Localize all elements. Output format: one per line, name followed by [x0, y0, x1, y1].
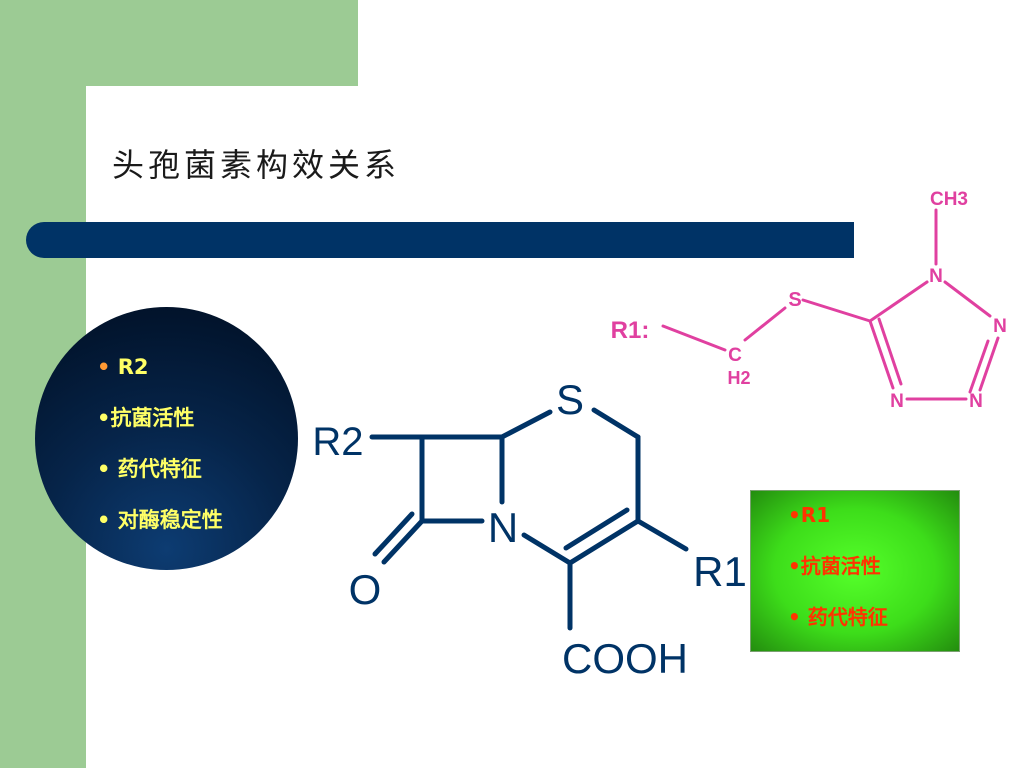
- bond-ring-n2-n3-double: [968, 339, 990, 394]
- bond-ring-n2-n3: [978, 336, 1000, 392]
- list-item: •抗菌活性: [788, 552, 888, 603]
- bond-c6-s: [499, 409, 553, 440]
- list-item: • 对酶稳定性: [97, 505, 223, 556]
- bond-ring-n1-n2: [943, 280, 992, 318]
- tetrazole-n4-label: N: [890, 391, 904, 412]
- thioether-s-label: S: [788, 289, 801, 311]
- bullet-dot: •: [788, 554, 801, 578]
- bullet-dot: •: [97, 457, 111, 481]
- r2-info-circle: [35, 307, 298, 570]
- bond-r1-ch2: [661, 324, 727, 352]
- sulfur-label: S: [556, 376, 584, 423]
- bullet-dot: •: [97, 355, 111, 379]
- nitrogen-label: N: [488, 504, 518, 551]
- oxygen-label: O: [349, 566, 382, 613]
- bullet-dot: •: [788, 503, 801, 527]
- cooh-label: COOH: [562, 635, 688, 682]
- bond-c3-c4: [567, 518, 641, 566]
- methyl-label: CH3: [930, 189, 968, 210]
- r1-bullet-list: •R1 •抗菌活性 • 药代特征: [788, 501, 888, 654]
- bullet-dot: •: [788, 605, 801, 629]
- bond-c3-c4-double: [563, 507, 630, 551]
- r1-info-box: •R1 •抗菌活性 • 药代特征: [750, 490, 960, 652]
- list-item-text: 抗菌活性: [800, 554, 881, 578]
- bond-ring-c5-n4-double: [877, 317, 903, 386]
- list-item: • 药代特征: [97, 454, 223, 505]
- bond-ch2-s: [743, 306, 787, 342]
- title-divider-bar: [26, 222, 854, 258]
- list-item: •抗菌活性: [97, 403, 223, 454]
- list-item-text: R1: [800, 503, 831, 527]
- list-item-text: 抗菌活性: [110, 406, 195, 430]
- bullet-dot: •: [97, 406, 111, 430]
- h2-label: H2: [727, 368, 750, 388]
- bond-ring-c5-n1: [868, 280, 929, 323]
- bond-c4-n: [521, 532, 573, 566]
- list-item-text: 对酶稳定性: [117, 508, 223, 532]
- bond-ring-c5-n4: [868, 319, 895, 390]
- tetrazole-n2-label: N: [993, 316, 1007, 337]
- bond-carbonyl-o-1: [381, 518, 425, 565]
- bond-r1: [635, 518, 689, 552]
- r2-label: R2: [312, 420, 363, 464]
- carbon-label: C: [728, 345, 742, 366]
- list-item-text: 药代特征: [117, 457, 202, 481]
- list-item-text: 药代特征: [807, 605, 888, 629]
- list-item: • R2: [97, 352, 223, 403]
- list-item: •R1: [788, 501, 888, 552]
- r1-substituent-bonds: [661, 208, 1000, 401]
- bond-s-ch2: [591, 407, 641, 440]
- slide-title: 头孢菌素构效关系: [112, 146, 401, 184]
- bond-carbonyl-o-2: [372, 511, 415, 557]
- tetrazole-n3-label: N: [969, 391, 983, 412]
- core-bonds: [369, 407, 689, 631]
- list-item-text: R2: [117, 355, 149, 379]
- tetrazole-n1-label: N: [929, 266, 943, 287]
- bullet-dot: •: [97, 508, 111, 532]
- r1-prefix-label: R1:: [611, 317, 650, 344]
- list-item: • 药代特征: [788, 603, 888, 654]
- r2-bullet-list: • R2 •抗菌活性 • 药代特征 • 对酶稳定性: [97, 352, 223, 556]
- r1-label: R1: [693, 548, 747, 595]
- bond-s-ring: [801, 298, 872, 323]
- top-green-block: [86, 0, 358, 86]
